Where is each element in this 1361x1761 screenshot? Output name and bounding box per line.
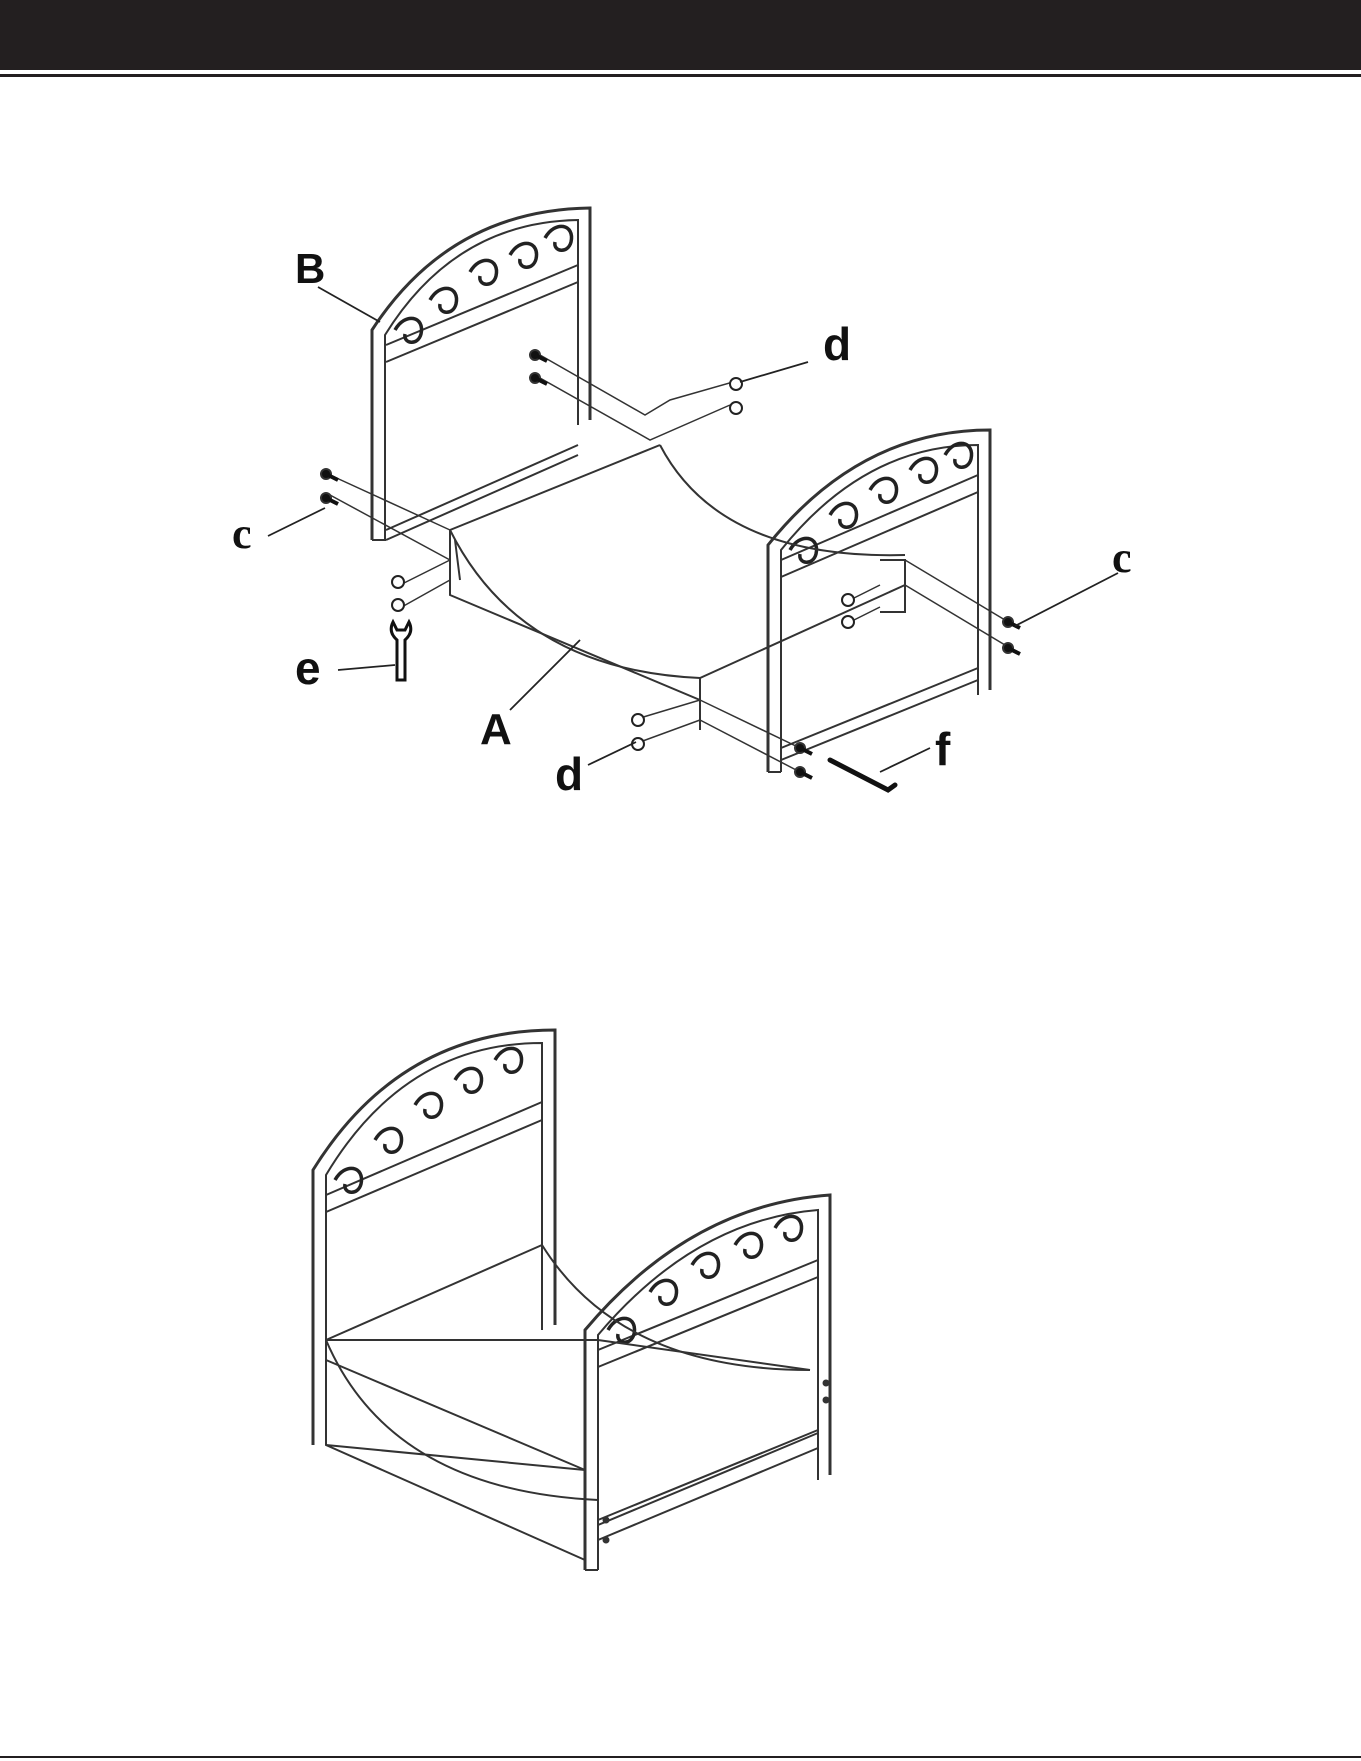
label-d-top: d — [823, 318, 851, 370]
wrench-icon — [391, 622, 411, 680]
label-e: e — [295, 642, 321, 694]
bolt-icon — [321, 350, 1020, 778]
label-b: B — [295, 245, 325, 292]
label-c-right: c — [1112, 533, 1132, 582]
nut-icon — [392, 378, 854, 750]
label-a: A — [480, 705, 512, 754]
label-c-left: c — [232, 509, 252, 558]
end-frame-b-left — [372, 208, 590, 540]
assembled-view — [313, 1030, 830, 1570]
end-frame-right — [768, 430, 990, 772]
exploded-view — [268, 208, 1118, 790]
footer-rule — [0, 1756, 1361, 1758]
curved-panel-a — [450, 445, 905, 730]
label-d-bottom: d — [555, 748, 583, 800]
allen-key-icon — [830, 760, 895, 790]
label-f: f — [935, 723, 951, 775]
